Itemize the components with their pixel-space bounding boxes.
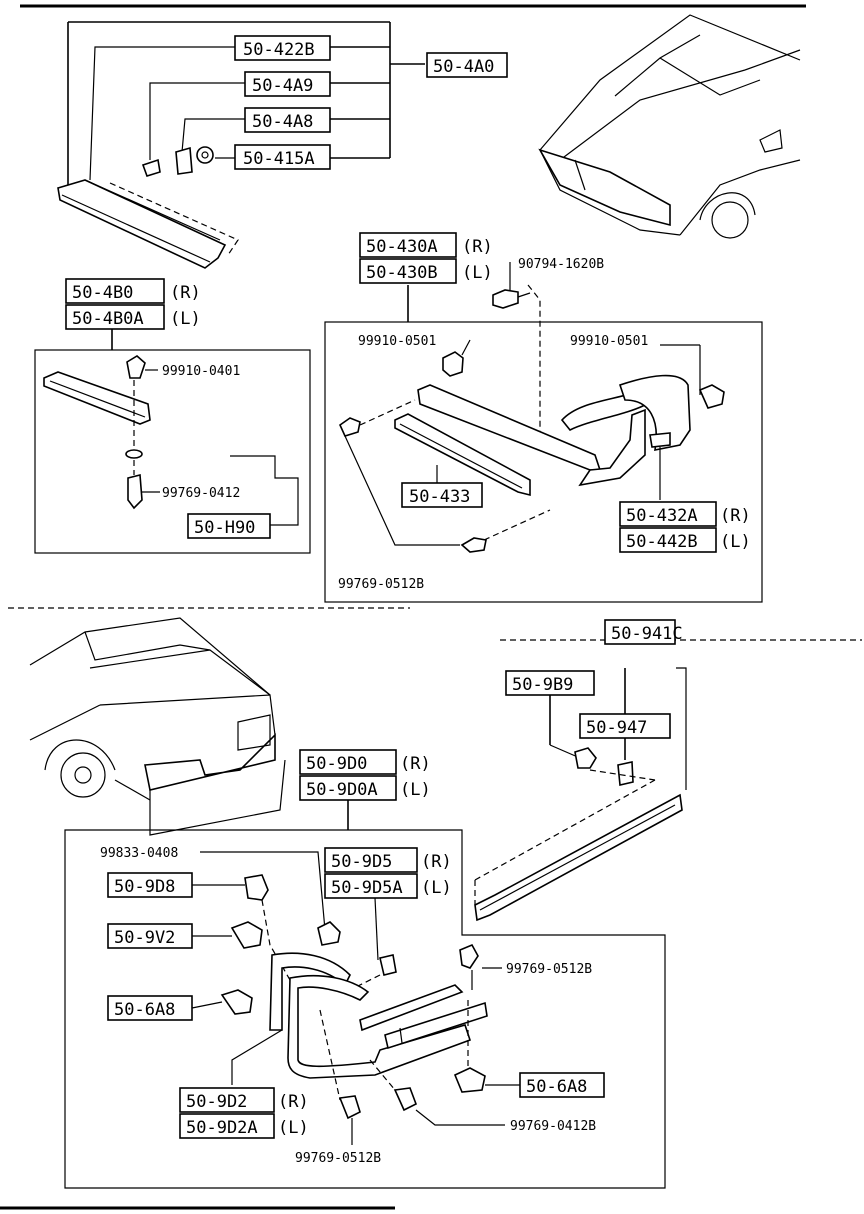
- part-label-99769-0412: 99769-0412: [162, 486, 240, 501]
- part-label-50-4B0A: 50-4B0A: [72, 309, 144, 329]
- part-label-50-941C: 50-941C: [611, 624, 683, 644]
- label-box-50-415A: [234, 144, 331, 170]
- label-box-50-9B9: [505, 670, 595, 696]
- label-box-50-941C: [604, 619, 676, 645]
- label-box-50-430B: [359, 258, 457, 284]
- part-label-99910-0501-left: 99910-0501: [358, 334, 436, 349]
- label-box-50-4B0A: [65, 304, 165, 330]
- part-label-99769-0512B-front: 99769-0512B: [338, 577, 424, 592]
- part-label-50-9V2: 50-9V2: [114, 928, 175, 948]
- label-box-50-4A0: [426, 52, 508, 78]
- label-box-50-947: [579, 713, 671, 739]
- part-label-50-9D5: 50-9D5: [331, 852, 392, 872]
- rear-right-group: [474, 667, 687, 922]
- side-label-r-50-9D5: (R): [421, 852, 452, 872]
- label-box-50-422B: [234, 35, 331, 61]
- label-box-50-H90: [187, 513, 271, 539]
- rear-main-group: [64, 800, 666, 1189]
- part-label-50-415A: 50-415A: [243, 149, 315, 169]
- part-label-99910-0401: 99910-0401: [162, 364, 240, 379]
- side-label-r-50-9D2: (R): [278, 1092, 309, 1112]
- label-box-50-430A: [359, 232, 457, 258]
- label-box-50-9D5A: [324, 873, 418, 899]
- page-frame: [0, 4, 862, 1210]
- part-label-50-442B: 50-442B: [626, 532, 698, 552]
- part-label-50-430B: 50-430B: [366, 263, 438, 283]
- rear-car-illustration: [29, 617, 286, 836]
- side-label-l-50-4B0A: (L): [170, 309, 201, 329]
- part-label-50-433: 50-433: [409, 487, 470, 507]
- side-label-r-50-432A: (R): [720, 506, 751, 526]
- side-label-r-50-430A: (R): [462, 237, 493, 257]
- part-label-50-4B0: 50-4B0: [72, 283, 133, 303]
- part-label-50-432A: 50-432A: [626, 506, 698, 526]
- label-box-50-6A8-left: [107, 995, 193, 1021]
- label-box-50-9D0: [299, 749, 397, 775]
- side-label-r-50-4B0: (R): [170, 283, 201, 303]
- label-box-50-4B0: [65, 278, 165, 304]
- label-box-50-4A8: [244, 107, 331, 133]
- part-label-99769-0412B: 99769-0412B: [510, 1119, 596, 1134]
- part-label-99769-0512B-rear-right: 99769-0512B: [506, 962, 592, 977]
- part-label-50-430A: 50-430A: [366, 237, 438, 257]
- part-label-50-9B9: 50-9B9: [512, 675, 573, 695]
- part-label-99910-0501-right: 99910-0501: [570, 334, 648, 349]
- side-label-l-50-9D5A: (L): [421, 878, 452, 898]
- part-label-50-9D8: 50-9D8: [114, 877, 175, 897]
- label-box-50-6A8-right: [519, 1072, 605, 1098]
- front-top-group: [57, 21, 425, 269]
- label-box-50-433: [401, 482, 483, 508]
- part-label-99769-0512B-rear-bottom: 99769-0512B: [295, 1151, 381, 1166]
- side-label-l-50-9D2A: (L): [278, 1118, 309, 1138]
- part-label-50-4A8: 50-4A8: [252, 112, 313, 132]
- front-car-illustration: [538, 14, 801, 239]
- label-box-50-9D2: [179, 1087, 275, 1113]
- part-label-50-6A8-right: 50-6A8: [526, 1077, 587, 1097]
- part-label-50-422B: 50-422B: [243, 40, 315, 60]
- front-right-group: [324, 262, 763, 603]
- side-label-l-50-9D0A: (L): [400, 780, 431, 800]
- label-box-50-4A9: [244, 71, 331, 97]
- label-box-50-9V2: [107, 923, 193, 949]
- part-label-50-H90: 50-H90: [194, 518, 255, 538]
- front-left-group: [34, 328, 311, 554]
- side-label-r-50-9D0: (R): [400, 754, 431, 774]
- part-label-90794-1620B: 90794-1620B: [518, 257, 604, 272]
- part-label-50-6A8-left: 50-6A8: [114, 1000, 175, 1020]
- part-label-50-9D0A: 50-9D0A: [306, 780, 378, 800]
- part-label-50-9D5A: 50-9D5A: [331, 878, 403, 898]
- label-box-50-9D2A: [179, 1113, 275, 1139]
- part-label-50-9D0: 50-9D0: [306, 754, 367, 774]
- side-label-l-50-430B: (L): [462, 263, 493, 283]
- part-label-50-947: 50-947: [586, 718, 647, 738]
- part-label-50-4A0: 50-4A0: [433, 57, 494, 77]
- label-box-50-9D8: [107, 872, 193, 898]
- part-label-50-4A9: 50-4A9: [252, 76, 313, 96]
- part-label-50-9D2A: 50-9D2A: [186, 1118, 258, 1138]
- label-box-50-9D0A: [299, 775, 397, 801]
- part-label-99833-0408: 99833-0408: [100, 846, 178, 861]
- part-label-50-9D2: 50-9D2: [186, 1092, 247, 1112]
- side-label-l-50-442B: (L): [720, 532, 751, 552]
- label-box-50-432A: [619, 501, 717, 527]
- label-box-50-9D5: [324, 847, 418, 873]
- label-box-50-442B: [619, 527, 717, 553]
